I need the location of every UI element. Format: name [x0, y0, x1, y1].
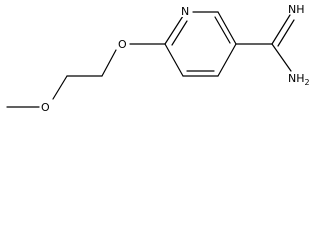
amine-nh2-label: NH2	[288, 72, 310, 87]
bond-n-c6	[164, 15, 184, 45]
imine-nh-label: NH	[288, 3, 305, 16]
bond-c6-c5	[164, 43, 184, 77]
bond-n-c6-inner	[171, 20, 188, 46]
bond-amidine-c-nh2	[271, 43, 292, 72]
bond-ch2-o	[52, 75, 68, 100]
pyridine-ring	[164, 11, 237, 77]
bond-amidine-c-nh-inner	[277, 19, 295, 47]
bond-o-ch2	[101, 49, 117, 77]
atom-labels: N O O NH NH2	[40, 3, 310, 114]
ring-nitrogen-label: N	[181, 5, 189, 18]
bond-amidine-c-nh-outer	[271, 14, 291, 45]
bond-c3-c2-outer	[217, 11, 237, 45]
bond-c4-c3	[217, 43, 237, 77]
ring-ether-oxygen-label: O	[118, 38, 127, 51]
methoxyethoxy-chain	[6, 43, 166, 108]
chain-ether-oxygen-label: O	[41, 101, 50, 114]
bond-c3-c2-inner	[214, 16, 231, 44]
chemical-structure: N O O NH NH2	[6, 3, 310, 114]
amidine-group	[235, 14, 295, 72]
